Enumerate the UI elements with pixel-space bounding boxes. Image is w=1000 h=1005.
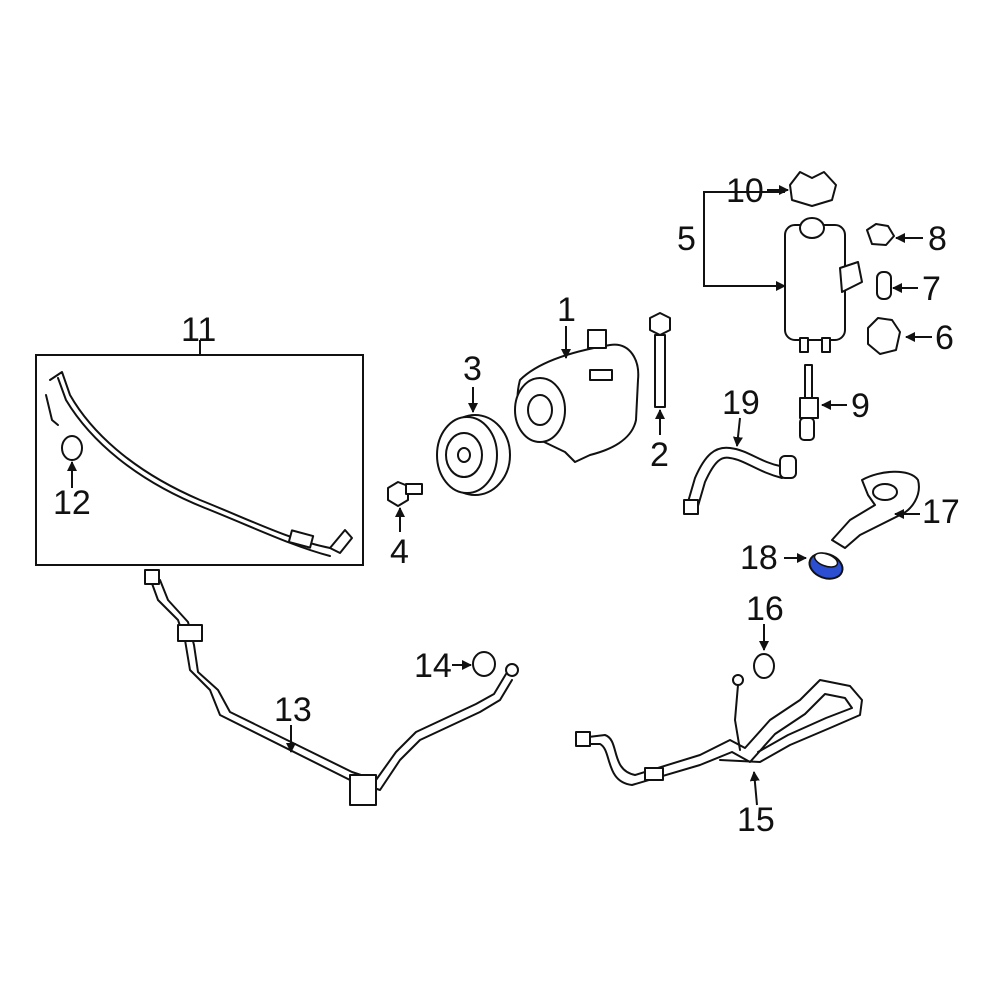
part-10-cap	[789, 171, 837, 207]
part-19-hose	[683, 446, 797, 515]
part-17-hose	[831, 470, 920, 549]
callout-16: 16	[746, 590, 784, 628]
callout-7: 7	[922, 270, 941, 308]
part-3-pulley	[436, 414, 511, 496]
callout-12: 12	[53, 484, 91, 522]
part-12-o-ring	[61, 435, 83, 461]
part-14-o-ring	[472, 651, 496, 677]
part-1-power-steering-pump	[514, 329, 640, 463]
part-11-frame	[35, 354, 364, 566]
part-8-nut	[866, 223, 895, 246]
leader-5-bracket	[703, 191, 786, 291]
part-2-long-bolt	[649, 312, 671, 408]
part-18-clamp	[808, 552, 844, 580]
callout-17: 17	[922, 493, 960, 531]
callout-8: 8	[928, 220, 947, 258]
callout-6: 6	[935, 319, 954, 357]
part-5-reservoir	[784, 217, 863, 353]
part-6-grommet	[867, 317, 901, 355]
callout-14: 14	[414, 647, 452, 685]
callout-4: 4	[390, 533, 409, 571]
part-15-return-line	[575, 674, 863, 786]
leader-15	[749, 771, 760, 806]
part-13-pressure-line	[144, 569, 519, 806]
part-9-sensor	[799, 364, 819, 441]
callout-13: 13	[274, 691, 312, 729]
part-11-hose	[45, 371, 353, 557]
callout-15: 15	[737, 801, 775, 839]
part-7-sleeve	[876, 271, 892, 300]
callout-18: 18	[740, 539, 778, 577]
callout-10: 10	[726, 172, 764, 210]
callout-3: 3	[463, 350, 482, 388]
callout-5: 5	[677, 220, 696, 258]
callout-9: 9	[851, 387, 870, 425]
leader-19	[732, 417, 743, 447]
part-4-bolt	[387, 481, 423, 507]
callout-2: 2	[650, 436, 669, 474]
part-16-o-ring	[753, 653, 775, 679]
callout-19: 19	[722, 384, 760, 422]
callout-11: 11	[181, 311, 217, 349]
callout-1: 1	[557, 291, 576, 329]
